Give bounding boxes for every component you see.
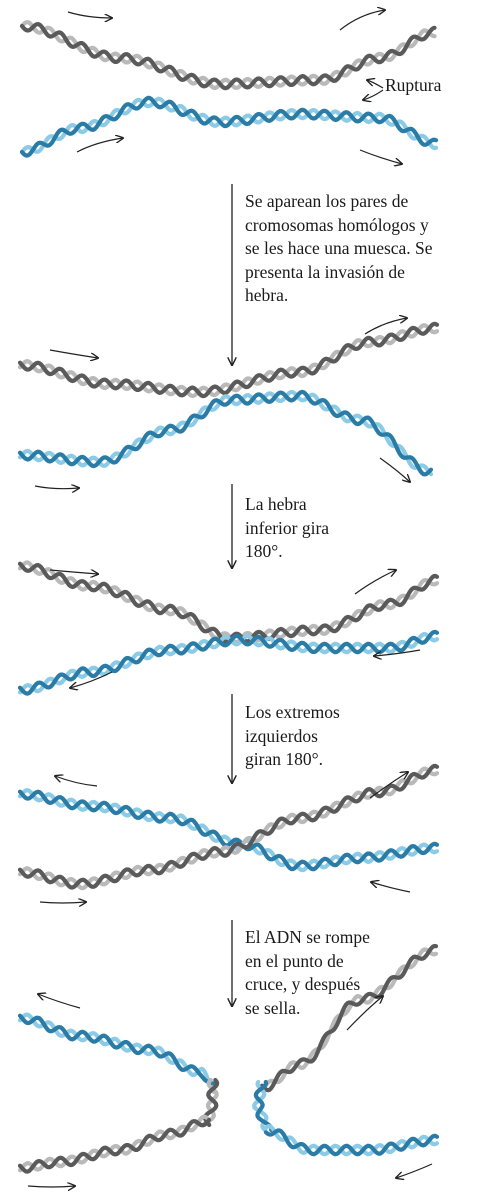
step-3-caption: Los extremos izquierdos giran 180°.	[245, 701, 340, 772]
panel-4-arrow-bottom-left	[40, 902, 86, 903]
step-1-line-2: cromosomas homólogos y	[245, 214, 433, 238]
panel-3-gray-helix	[20, 562, 437, 642]
step-4-line-2: en el punto de	[245, 950, 370, 974]
panel-5-blue-left-helix	[20, 1015, 215, 1093]
step-1-line-5: hebra.	[245, 284, 433, 308]
step-1-line-3: se les hace una muesca. Se	[245, 237, 433, 261]
panel-1-blue-helix	[22, 98, 436, 156]
panel-5-arrow-bottom-right	[396, 1164, 432, 1178]
panel-3-arrow-top-right	[355, 570, 396, 594]
step-3-line-1: Los extremos	[245, 701, 340, 725]
step-3-line-3: giran 180°.	[245, 748, 340, 772]
panel-1-arrow-top-left	[68, 12, 112, 18]
break-arrow-lower	[363, 90, 383, 100]
step-2-line-1: La hebra	[245, 493, 329, 517]
panel-5-arrow-bottom-left	[28, 1186, 75, 1187]
panel-2-arrow-top-left	[50, 350, 98, 358]
step-4-caption: El ADN se rompe en el punto de cruce, y …	[245, 926, 370, 1020]
panel-2-arrow-bottom-right	[380, 458, 410, 482]
strand-direction-arrows	[28, 10, 432, 1187]
step-2-line-2: inferior gira	[245, 517, 329, 541]
panel-4-blue-upper-helix	[20, 790, 437, 870]
step-2-caption: La hebra inferior gira 180°.	[245, 493, 329, 564]
step-1-line-4: presenta la invasión de	[245, 261, 433, 285]
panel-5-arrow-top-left	[38, 994, 80, 1008]
panel-1-arrow-top-right	[340, 10, 385, 30]
panel-2-arrow-bottom-left	[35, 486, 79, 489]
step-2-line-3: 180°.	[245, 540, 329, 564]
break-arrow-upper	[367, 80, 383, 88]
panel-4-arrow-top-left	[55, 776, 97, 786]
break-label: Ruptura	[385, 74, 441, 98]
panel-5-gray-left-helix	[20, 1117, 209, 1172]
step-4-line-4: se sella.	[245, 997, 370, 1021]
panel-5-blue-right-helix	[266, 1126, 437, 1154]
panel-2-gray-helix	[20, 324, 437, 396]
panel-1-arrow-bottom-left	[77, 138, 123, 152]
step-1-caption: Se aparean los pares de cromosomas homól…	[245, 190, 433, 308]
step-1-line-1: Se aparean los pares de	[245, 190, 433, 214]
panel-1-gray-helix	[22, 22, 435, 88]
break-label-text: Ruptura	[385, 74, 441, 98]
panel-1-arrow-bottom-right	[360, 150, 402, 164]
step-3-line-2: izquierdos	[245, 725, 340, 749]
step-4-line-1: El ADN se rompe	[245, 926, 370, 950]
panel-4-arrow-bottom-right	[371, 882, 410, 892]
step-4-line-3: cruce, y después	[245, 973, 370, 997]
panel-2-blue-helix	[20, 392, 431, 475]
